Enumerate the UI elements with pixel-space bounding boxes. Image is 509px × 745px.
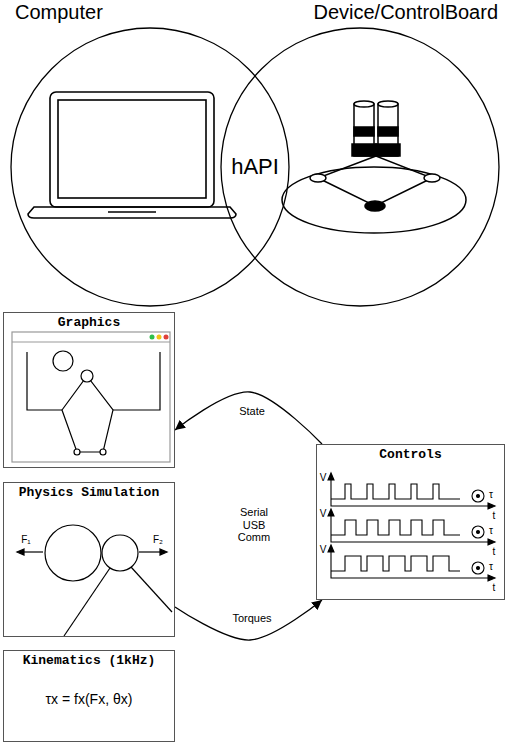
graphics-window-icon (12, 332, 170, 462)
pwm-plots (328, 509, 334, 516)
axis-label: V (320, 472, 327, 484)
graphics-window-icon (62, 376, 113, 452)
haptic-device-icon (318, 156, 432, 206)
physics-sketch (160, 549, 167, 555)
axis-label: t (493, 582, 496, 594)
venn-circle: Device/ControlBoard (220, 0, 500, 307)
pwm-plots (331, 510, 490, 542)
pwm-plots (477, 567, 480, 570)
torque-label: τ (489, 489, 493, 501)
haptic-device-icon (376, 144, 400, 156)
haptic-device-icon (378, 127, 398, 136)
box-heading: Kinematics (1kHz) (23, 653, 156, 669)
haptic-device-icon (424, 174, 440, 182)
circle-outline (220, 0, 500, 307)
link-label: Serial USB Comm (231, 506, 277, 544)
pwm-plots (331, 556, 460, 571)
pwm-plots (488, 575, 495, 581)
axis-label: t (493, 510, 496, 522)
circle-heading: Computer (15, 1, 103, 23)
graphics-window-icon (81, 370, 93, 382)
force-label: F₁ (21, 534, 30, 546)
torque-label: τ (489, 525, 493, 537)
circle-outline (10, 0, 290, 307)
physics-sketch (64, 568, 110, 636)
graphics-window-icon (27, 352, 62, 410)
graphics-window-icon (164, 335, 169, 340)
interface-label: hAPI (231, 154, 279, 179)
physics-sketch (131, 567, 172, 612)
haptic-device-icon (310, 174, 326, 182)
circle-outline (11, 28, 289, 306)
flow-arrow (175, 600, 322, 640)
axis-label: V (320, 508, 327, 520)
pwm-plots (472, 562, 484, 574)
physics-sketch (17, 525, 172, 636)
formula-text: τx = fx(Fx, θx) (46, 691, 133, 708)
laptop-icon (28, 92, 236, 218)
graphics-window-icon (12, 332, 170, 462)
module-box: Kinematics (1kHz) τx = fx(Fx, θx) (3, 650, 175, 742)
box-heading: Controls (379, 447, 441, 463)
haptic-device-icon (354, 101, 374, 107)
pwm-plots (328, 545, 334, 552)
pwm-plots (328, 473, 334, 480)
module-box: Controls (316, 444, 505, 600)
pwm-plots (472, 490, 484, 502)
box-heading: Physics Simulation (19, 485, 159, 501)
pwm-plots (331, 474, 490, 506)
axis-label: V (320, 544, 327, 556)
module-box: Physics Simulation (3, 482, 175, 637)
circle-outline (221, 28, 499, 306)
pwm-plots (488, 503, 495, 509)
flow-arrow (175, 392, 322, 444)
physics-sketch (102, 535, 138, 571)
graphics-window-icon (150, 335, 155, 340)
laptop-icon (108, 211, 156, 213)
graphics-window-icon (53, 351, 73, 371)
graphics-window-icon (100, 449, 106, 455)
edge-label: Torques (230, 612, 273, 625)
pwm-plots (477, 531, 480, 534)
pwm-plots (477, 495, 480, 498)
edge-label: State (237, 405, 267, 418)
laptop-icon (28, 207, 236, 218)
graphics-window-icon (12, 341, 170, 342)
pwm-plots (328, 473, 495, 581)
physics-sketch (17, 549, 24, 555)
haptic-device-icon (282, 167, 466, 233)
haptic-device-icon (352, 144, 376, 156)
pwm-plots (488, 539, 495, 545)
box-heading: Graphics (58, 315, 120, 331)
axis-label: t (493, 546, 496, 558)
haptic-device-icon (378, 101, 398, 107)
laptop-icon (50, 92, 214, 207)
pwm-plots (472, 526, 484, 538)
force-label: F₂ (153, 534, 163, 546)
haptic-device-icon (282, 101, 466, 233)
laptop-icon (58, 100, 206, 198)
pwm-plots (331, 520, 460, 535)
graphics-window-icon (157, 335, 162, 340)
connector-group (175, 392, 322, 640)
pwm-plots (331, 484, 460, 499)
physics-sketch (45, 525, 101, 581)
graphics-window-icon (113, 352, 160, 410)
circle-heading: Device/ControlBoard (313, 1, 498, 23)
module-box: Graphics (3, 312, 175, 468)
torque-label: τ (489, 561, 493, 573)
venn-circle: Computer (10, 0, 290, 307)
pwm-plots (331, 546, 490, 578)
graphics-window-icon (74, 449, 80, 455)
haptic-device-icon (354, 127, 374, 136)
haptic-device-icon (365, 201, 385, 211)
